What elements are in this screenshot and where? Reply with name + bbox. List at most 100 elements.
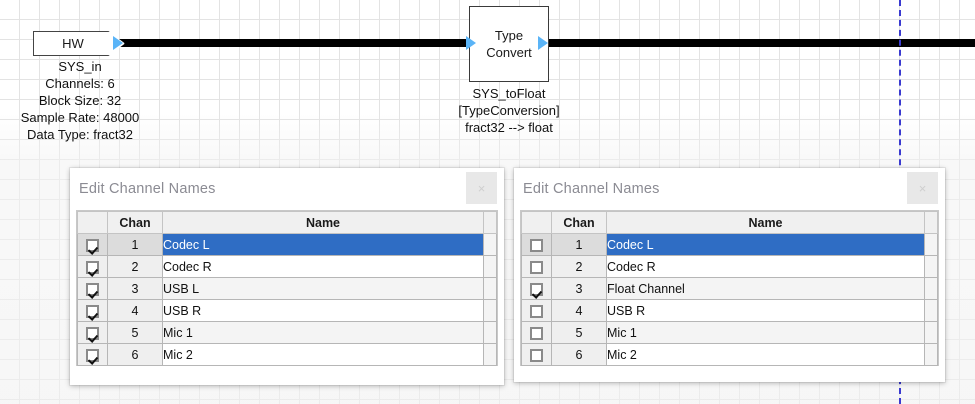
channel-name-cell[interactable]: Mic 2: [606, 343, 925, 366]
signal-wire-convert-out[interactable]: [540, 39, 975, 47]
checkbox-checked-icon[interactable]: [86, 326, 99, 340]
row-scrollbar-cell[interactable]: [483, 255, 497, 278]
row-checkbox-cell[interactable]: [521, 343, 552, 366]
channel-name-cell[interactable]: Codec R: [606, 255, 925, 278]
dialog-title: Edit Channel Names: [523, 181, 660, 197]
row-checkbox-cell[interactable]: [521, 277, 552, 300]
dialog-titlebar[interactable]: Edit Channel Names ×: [70, 168, 504, 210]
column-header-scroll[interactable]: [483, 211, 497, 234]
row-scrollbar-cell[interactable]: [924, 277, 938, 300]
row-scrollbar-cell[interactable]: [924, 343, 938, 366]
table-header-row: Chan Name: [77, 211, 497, 234]
checkbox-checked-icon[interactable]: [86, 282, 99, 296]
channel-number-cell: 6: [551, 343, 607, 366]
row-scrollbar-cell[interactable]: [483, 277, 497, 300]
dialog-titlebar[interactable]: Edit Channel Names ×: [514, 168, 945, 210]
dialog-footer: [514, 366, 945, 367]
row-scrollbar-cell[interactable]: [924, 299, 938, 322]
signal-wire-hw-to-convert[interactable]: [108, 39, 470, 47]
checkbox-unchecked-icon[interactable]: [530, 326, 543, 340]
checkbox-unchecked-icon[interactable]: [530, 304, 543, 318]
table-header-row: Chan Name: [521, 211, 938, 234]
type-convert-output-port-icon[interactable]: [538, 36, 548, 50]
checkbox-unchecked-icon[interactable]: [530, 238, 543, 252]
row-scrollbar-cell[interactable]: [483, 343, 497, 366]
channel-name-cell[interactable]: USB R: [606, 299, 925, 322]
row-checkbox-cell[interactable]: [77, 343, 108, 366]
row-checkbox-cell[interactable]: [521, 233, 552, 256]
channel-name-cell[interactable]: Mic 1: [606, 321, 925, 344]
type-convert-label-line1: Type: [494, 28, 524, 43]
type-convert-input-port-icon[interactable]: [466, 36, 476, 50]
checkbox-unchecked-icon[interactable]: [530, 260, 543, 274]
checkbox-unchecked-icon[interactable]: [530, 348, 543, 362]
close-icon[interactable]: ×: [907, 172, 938, 204]
channel-name-cell[interactable]: Codec R: [162, 255, 484, 278]
row-scrollbar-cell[interactable]: [924, 233, 938, 256]
hw-output-port-icon[interactable]: [113, 36, 123, 50]
row-checkbox-cell[interactable]: [77, 233, 108, 256]
row-scrollbar-cell[interactable]: [924, 321, 938, 344]
checkbox-checked-icon[interactable]: [86, 304, 99, 318]
channel-name-cell[interactable]: Codec L: [606, 233, 925, 256]
row-scrollbar-cell[interactable]: [924, 255, 938, 278]
hw-source-block[interactable]: HW: [33, 31, 125, 56]
checkbox-checked-icon[interactable]: [86, 238, 99, 252]
row-checkbox-cell[interactable]: [77, 299, 108, 322]
row-checkbox-cell[interactable]: [77, 255, 108, 278]
hw-block-label: HW: [62, 36, 84, 51]
checkbox-checked-icon[interactable]: [86, 260, 99, 274]
hw-block-caption: SYS_in Channels: 6 Block Size: 32 Sample…: [20, 59, 140, 142]
row-checkbox-cell[interactable]: [77, 277, 108, 300]
row-scrollbar-cell[interactable]: [483, 299, 497, 322]
channel-number-cell: 5: [551, 321, 607, 344]
column-header-chan[interactable]: Chan: [551, 211, 607, 234]
channel-name-cell[interactable]: Codec L: [162, 233, 484, 256]
channel-name-cell[interactable]: Float Channel: [606, 277, 925, 300]
type-convert-block[interactable]: Type Convert: [469, 6, 549, 82]
row-checkbox-cell[interactable]: [521, 299, 552, 322]
channel-number-cell: 2: [107, 255, 163, 278]
row-checkbox-cell[interactable]: [77, 321, 108, 344]
column-header-name[interactable]: Name: [162, 211, 484, 234]
channel-number-cell: 1: [107, 233, 163, 256]
row-scrollbar-cell[interactable]: [483, 233, 497, 256]
dialog-footer: [70, 366, 504, 367]
row-checkbox-cell[interactable]: [521, 255, 552, 278]
row-scrollbar-cell[interactable]: [483, 321, 497, 344]
checkbox-checked-icon[interactable]: [86, 348, 99, 362]
column-header-scroll[interactable]: [924, 211, 938, 234]
channel-name-cell[interactable]: USB R: [162, 299, 484, 322]
channel-number-cell: 5: [107, 321, 163, 344]
channel-name-cell[interactable]: USB L: [162, 277, 484, 300]
close-icon[interactable]: ×: [466, 172, 497, 204]
channel-number-cell: 4: [107, 299, 163, 322]
column-header-check[interactable]: [521, 211, 552, 234]
column-header-name[interactable]: Name: [606, 211, 925, 234]
dialog-title: Edit Channel Names: [79, 181, 216, 197]
column-header-check[interactable]: [77, 211, 108, 234]
channel-name-cell[interactable]: Mic 2: [162, 343, 484, 366]
row-checkbox-cell[interactable]: [521, 321, 552, 344]
channel-name-cell[interactable]: Mic 1: [162, 321, 484, 344]
checkbox-checked-icon[interactable]: [530, 282, 543, 296]
column-header-chan[interactable]: Chan: [107, 211, 163, 234]
channel-number-cell: 3: [551, 277, 607, 300]
